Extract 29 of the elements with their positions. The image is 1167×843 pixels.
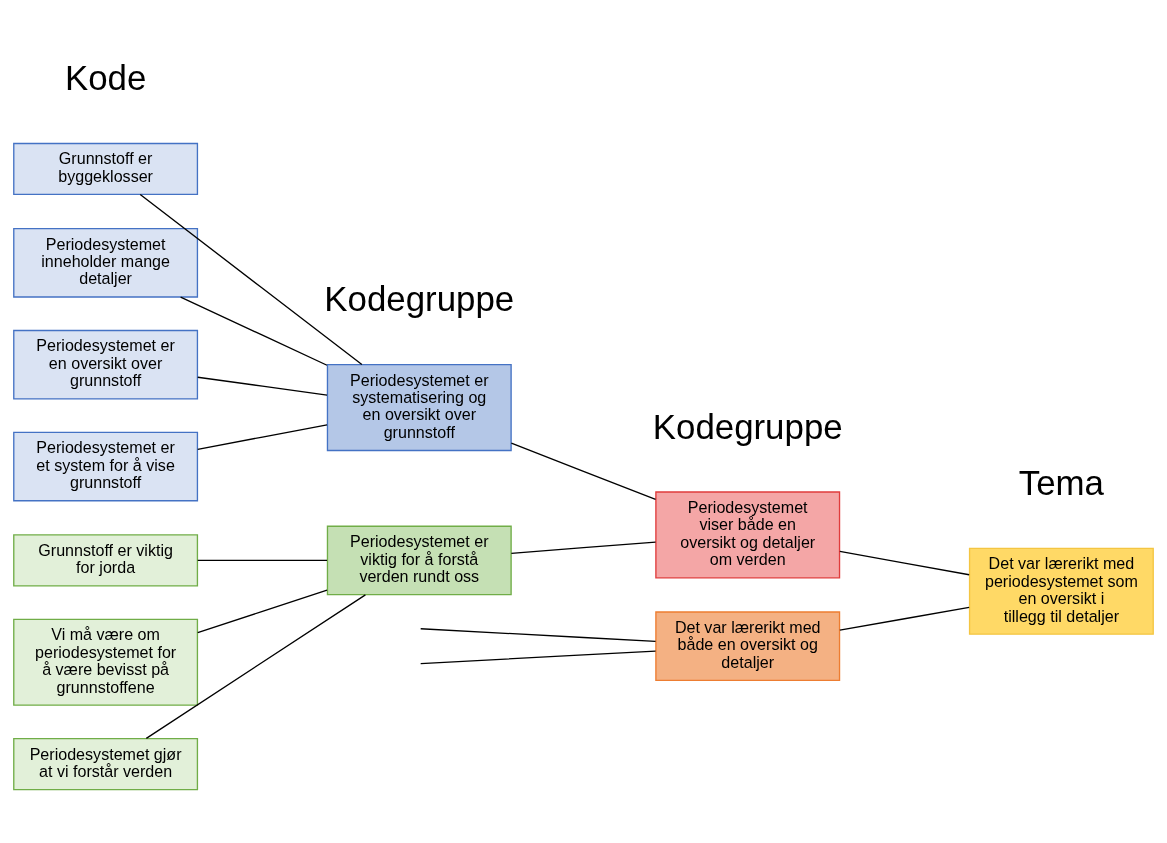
label: Kode — [64, 57, 147, 97]
connector — [180, 295, 328, 366]
connector — [145, 593, 367, 739]
connector — [197, 376, 328, 396]
label: Kodegruppe — [652, 406, 843, 446]
node-box: Periodesystemet er en oversikt over grunnstoff — [13, 329, 199, 400]
connector — [420, 627, 657, 642]
node-box: Periodesystemet er systematisering og en oversikt over grunnstoff — [326, 363, 512, 451]
label: Tema — [1018, 462, 1105, 502]
connector — [197, 559, 328, 561]
connector — [139, 193, 363, 365]
node-box: Grunnstoff er byggeklosser — [13, 142, 199, 195]
node-box: Periodesystemet er viktig for å forstå verden rundt oss — [326, 525, 512, 595]
connector — [197, 589, 328, 633]
connector — [420, 649, 657, 664]
connector — [510, 540, 657, 554]
node-box: Det var lærerikt med både en oversikt og detaljer — [655, 610, 841, 681]
connector — [839, 606, 970, 631]
node-box: Periodesystemet viser både en oversikt og detaljer om verden — [655, 490, 841, 578]
connector — [510, 441, 657, 500]
connector — [197, 423, 328, 450]
node-box: Vi må være om periodesystemet for å være bevisst på grunnstoffene — [13, 618, 199, 706]
node-box: Periodesystemet er et system for å vise grunnstoff — [13, 431, 199, 501]
node-box: Det var lærerikt med periodesystemet som en oversikt i tillegg til detaljer — [968, 547, 1154, 635]
node-box: Grunnstoff er viktig for jorda — [13, 533, 199, 587]
label: Kodegruppe — [324, 278, 515, 318]
node-box: Periodesystemet inneholder mange detaljer — [13, 227, 199, 298]
connector — [839, 550, 970, 575]
node-box: Periodesystemet gjør at vi forstår verden — [13, 737, 199, 790]
